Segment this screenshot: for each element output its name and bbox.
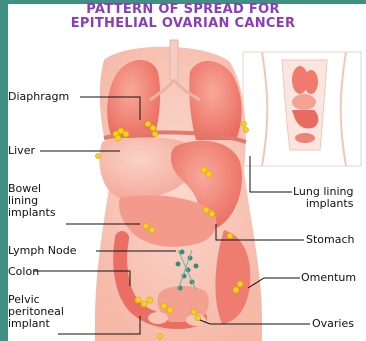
label-omentum: Omentum bbox=[301, 272, 356, 284]
label-bowel-lining-implants: Bowel lining implants bbox=[8, 183, 56, 219]
diagram-title: PATTERN OF SPREAD FOR EPITHELIAL OVARIAN… bbox=[0, 3, 366, 31]
title-line-2: EPITHELIAL OVARIAN CANCER bbox=[0, 17, 366, 31]
label-liver: Liver bbox=[8, 145, 35, 157]
label-pelvic-peritoneal-implant: Pelvic peritoneal implant bbox=[8, 294, 64, 330]
label-diaphragm: Diaphragm bbox=[8, 91, 69, 103]
title-line-1: PATTERN OF SPREAD FOR bbox=[0, 3, 366, 17]
label-lung-lining-implants: Lung lining implants bbox=[293, 186, 353, 210]
label-colon: Colon bbox=[8, 266, 39, 278]
left-ovary bbox=[148, 312, 168, 324]
inset-body-figure bbox=[243, 52, 361, 166]
label-lymph-node: Lymph Node bbox=[8, 245, 77, 257]
label-stomach: Stomach bbox=[306, 234, 355, 246]
trachea bbox=[170, 40, 178, 80]
label-ovaries: Ovaries bbox=[312, 318, 354, 330]
